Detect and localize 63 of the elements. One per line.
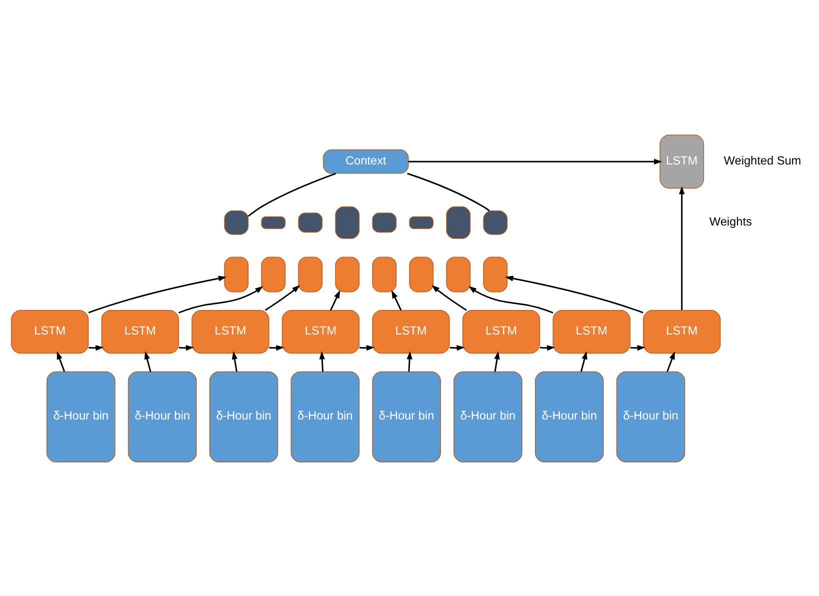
arrow [232, 350, 238, 372]
node-box: Context [322, 148, 409, 174]
node-box: δ-Hour bin [209, 370, 278, 462]
node-box: LSTM [101, 309, 179, 354]
node-box: LSTM [372, 309, 450, 354]
node-box: δ-Hour bin [290, 370, 360, 462]
node-box: LSTM [11, 309, 89, 354]
node-box: LSTM [462, 309, 540, 354]
arrow [264, 284, 300, 310]
arrow [319, 350, 325, 372]
node-box [409, 256, 434, 292]
node-box: δ-Hour bin [454, 370, 522, 462]
arrow [178, 286, 264, 314]
node-box: δ-Hour bin [46, 370, 116, 462]
node-box: LSTM [282, 309, 360, 354]
arrow [144, 350, 152, 372]
arrow [408, 158, 662, 164]
arrow [468, 286, 554, 314]
arrow [580, 350, 588, 372]
node-box [298, 212, 323, 232]
node-box: LSTM [192, 309, 270, 354]
arrow [359, 344, 375, 350]
arrow [178, 344, 194, 350]
label: Weights [709, 214, 752, 228]
arrow [630, 344, 646, 350]
node-box: δ-Hour bin [372, 370, 441, 462]
node-box [409, 216, 434, 228]
node-box [261, 216, 286, 228]
arrow [666, 350, 675, 372]
arrow [540, 344, 556, 350]
node-box: LSTM [552, 309, 630, 354]
node-box [261, 256, 286, 292]
node-box [224, 210, 249, 234]
arrow [391, 290, 402, 310]
arrow [505, 275, 644, 313]
arrow [450, 344, 465, 350]
node-box: LSTM [642, 309, 721, 354]
arrow [494, 350, 500, 372]
node-box [298, 256, 323, 292]
node-box: δ-Hour bin [128, 370, 197, 462]
arrow [330, 290, 340, 310]
node-box [483, 210, 508, 234]
connector [248, 172, 336, 216]
node-box [335, 256, 360, 292]
node-box [372, 212, 397, 232]
node-box: LSTM [660, 134, 704, 188]
arrow [269, 344, 284, 350]
arrow [88, 344, 104, 350]
arrow [56, 350, 66, 372]
node-box [335, 206, 360, 238]
node-box: δ-Hour bin [534, 370, 604, 462]
node-box [446, 206, 471, 238]
connector [407, 172, 490, 211]
node-box [446, 256, 471, 292]
arrow [432, 284, 467, 310]
arrow [88, 275, 227, 313]
label: Weighted Sum [724, 152, 802, 167]
node-box: δ-Hour bin [616, 370, 686, 462]
arrow [678, 186, 685, 310]
node-box [483, 256, 508, 292]
node-box [372, 256, 397, 292]
arrow [406, 350, 412, 372]
node-box [224, 256, 249, 292]
